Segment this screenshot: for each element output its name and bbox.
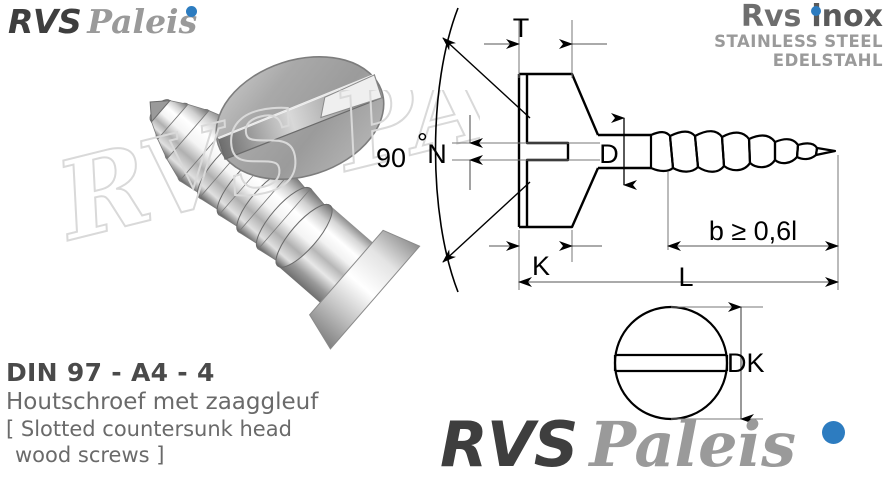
logo-top-left-rvs: RVS bbox=[8, 2, 82, 41]
dimension-T-label: T bbox=[513, 13, 530, 43]
head-top-view: DK bbox=[613, 302, 765, 424]
dimension-thread-length: b ≥ 0,6l bbox=[667, 155, 839, 290]
logo-bottom-blue-dot-icon bbox=[822, 421, 845, 444]
dimension-K: K bbox=[489, 230, 602, 290]
screw-head-face bbox=[215, 55, 385, 181]
caption-standard: DIN 97 - A4 - 4 bbox=[6, 358, 215, 387]
watermark-rvs-paleis: RVS PALEIS bbox=[60, 90, 480, 267]
dimension-DK-label: DK bbox=[727, 348, 765, 378]
logo-bottom-paleis: Paleis bbox=[589, 408, 796, 481]
dimension-K-label: K bbox=[532, 251, 550, 281]
logo-top-left-paleis: Paleis bbox=[87, 2, 198, 41]
dimension-L: L bbox=[518, 262, 839, 292]
logo-top-left-blue-dot-icon bbox=[186, 6, 197, 17]
logo-top-right-edelstahl: EDELSTAHL bbox=[772, 51, 883, 70]
caption-block: DIN 97 - A4 - 4 Houtschroef met zaaggleu… bbox=[6, 358, 436, 468]
logo-top-right-stainless-steel: STAINLESS STEEL bbox=[714, 32, 883, 51]
caption-title-en-line2: wood screws ] bbox=[15, 443, 165, 467]
caption-title-nl: Houtschroef met zaaggleuf bbox=[6, 389, 319, 415]
dimension-L-label: L bbox=[678, 262, 693, 292]
dimension-D: D bbox=[599, 113, 637, 190]
screw-head-3d bbox=[308, 229, 421, 350]
logo-top-right-inox: inox bbox=[811, 0, 883, 34]
screw-3d-body bbox=[149, 55, 421, 350]
watermark-text: RVS PALEIS bbox=[60, 90, 480, 266]
dimension-b-label: b ≥ 0,6l bbox=[709, 216, 797, 246]
dimension-D-label: D bbox=[599, 139, 619, 169]
dimension-T: T bbox=[484, 13, 607, 78]
screw-photo-render bbox=[149, 55, 421, 350]
logo-bottom-rvs: RVS bbox=[440, 408, 578, 481]
screw-side-view bbox=[517, 72, 837, 229]
caption-title-en-line1: [ Slotted countersunk head bbox=[6, 417, 292, 441]
logo-top-right-blue-dot-icon bbox=[811, 6, 821, 16]
logo-top-right-rvs: Rvs bbox=[740, 0, 802, 34]
